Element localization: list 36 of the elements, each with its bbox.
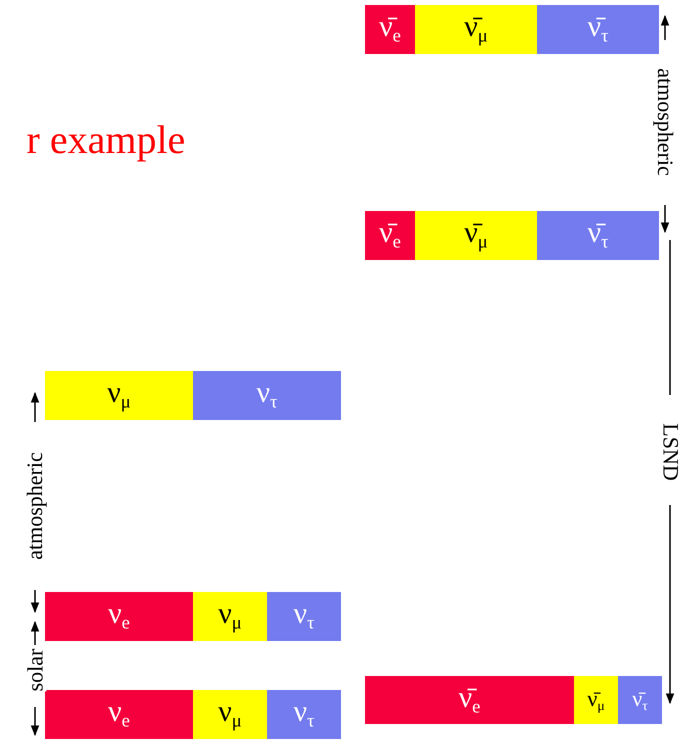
- state-bar-segment: [45, 592, 193, 641]
- state-label: ν$_{μ}$: [218, 697, 242, 732]
- state-bar-segment: [365, 5, 415, 54]
- state-label: ν̄$_{e}$: [458, 682, 480, 718]
- state-bar-segment: [365, 676, 574, 724]
- state-label: ν̄$_{μ}$: [587, 688, 605, 712]
- state-bar-segment: [267, 690, 341, 739]
- state-label: ν̄$_{μ}$: [464, 12, 488, 47]
- state-bar-segment: [415, 211, 537, 260]
- state-bar-segment: [537, 211, 659, 260]
- state-label: ν̄$_{μ}$: [464, 218, 488, 253]
- state-label: ν$_{e}$: [108, 697, 130, 732]
- state-label: ν$_{μ}$: [218, 599, 242, 634]
- state-bar-segment: [574, 676, 618, 724]
- state-label: ν̄$_{τ}$: [587, 12, 609, 47]
- state-label: ν̄$_{e}$: [379, 12, 401, 47]
- state-label: ν$_{τ}$: [293, 599, 315, 634]
- state-bar-segment: [618, 676, 662, 724]
- state-bar-segment: [193, 371, 341, 420]
- state-bar-segment: [537, 5, 659, 54]
- state-label: ν$_{μ}$: [107, 378, 131, 413]
- state-label: ν̄$_{e}$: [379, 218, 401, 253]
- state-bar-segment: [45, 690, 193, 739]
- state-label: ν̄$_{τ}$: [632, 688, 648, 712]
- state-bar-segment: [45, 371, 193, 420]
- splitting-label: atmospheric: [654, 68, 676, 176]
- state-bar-segment: [365, 211, 415, 260]
- state-bar-segment: [415, 5, 537, 54]
- state-label: ν$_{τ}$: [293, 697, 315, 732]
- state-bar-segment: [193, 690, 267, 739]
- state-label: ν$_{e}$: [108, 599, 130, 634]
- state-label: ν̄$_{τ}$: [587, 218, 609, 253]
- state-bar-segment: [193, 592, 267, 641]
- state-bar-segment: [267, 592, 341, 641]
- splitting-label: atmospheric: [24, 452, 46, 560]
- state-label: ν$_{τ}$: [256, 378, 278, 413]
